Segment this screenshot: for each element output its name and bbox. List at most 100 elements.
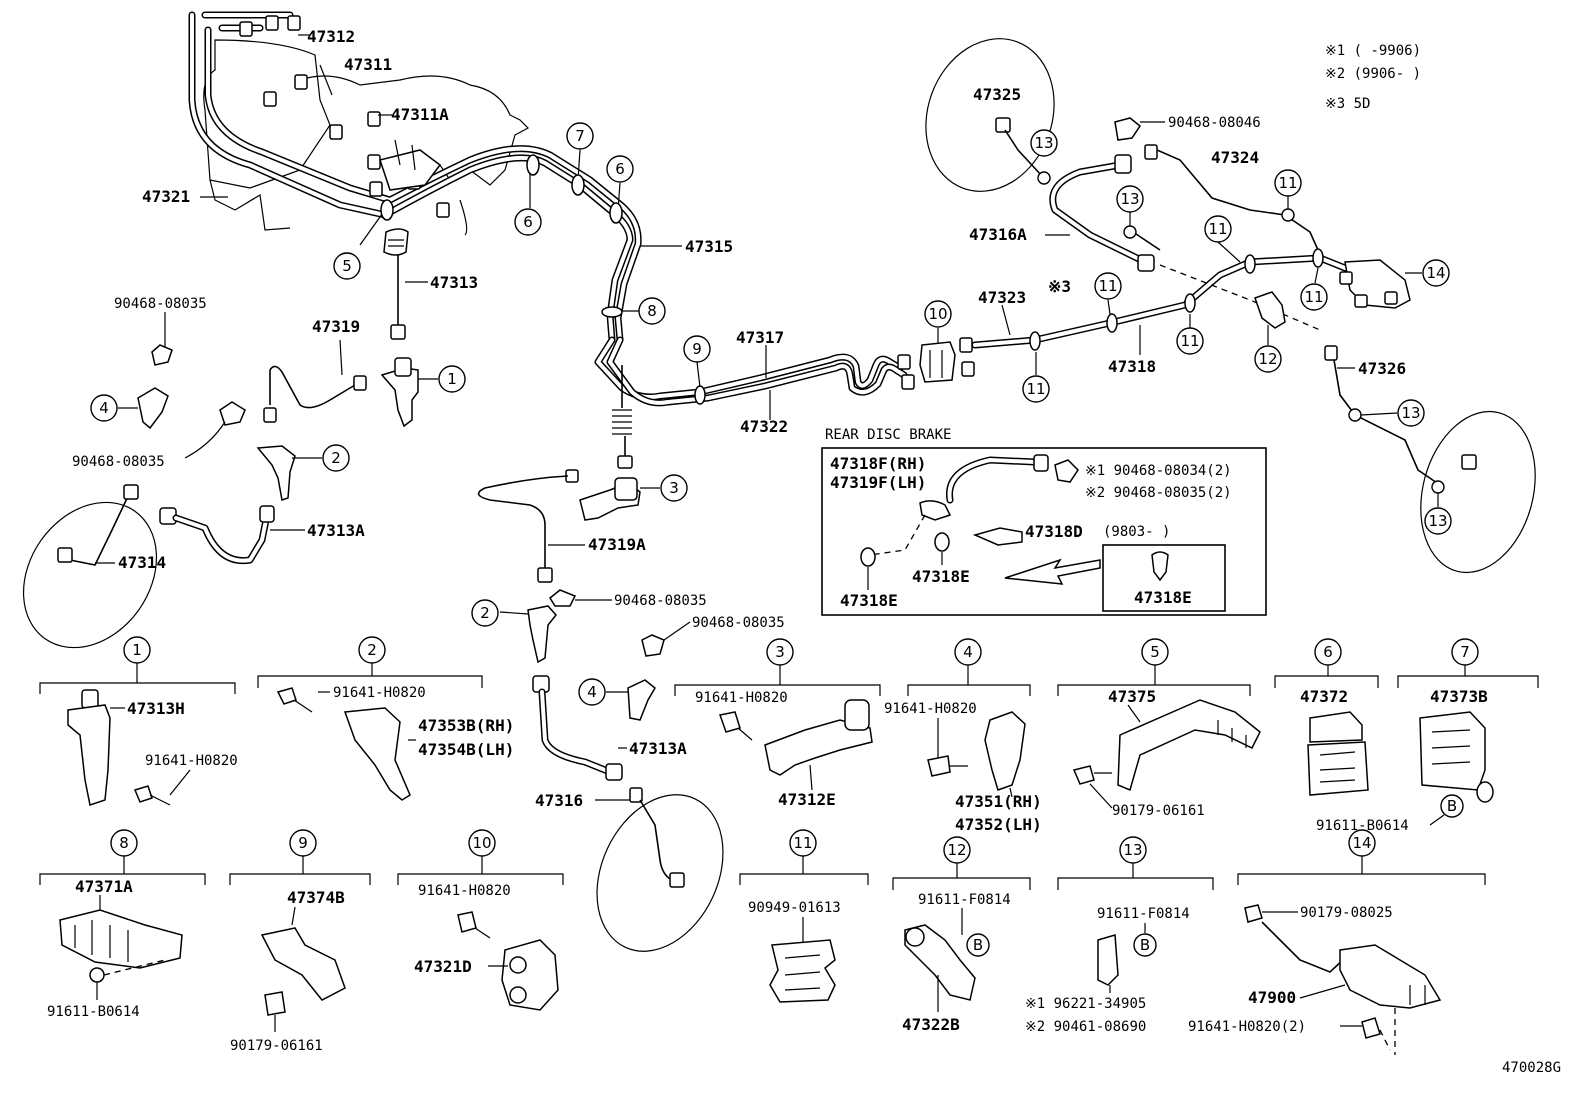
legend-line-2: ※2 (9906- ) [1325, 66, 1421, 82]
callout-8: 8 [622, 297, 666, 325]
g5-part-b: 90179-06161 [1112, 803, 1205, 819]
g7-part-a: 47373B [1430, 687, 1488, 706]
junction-3: 3 [565, 469, 688, 521]
hose-47316-wheel: 47316 [535, 787, 724, 952]
svg-text:4: 4 [587, 683, 597, 701]
detail-group-13: 13 91611-F0814 B ※1 96221-34905 ※2 90461… [1025, 836, 1214, 1035]
label-47318D: 47318D [1025, 522, 1083, 541]
svg-text:4: 4 [99, 399, 109, 417]
left-bracket-4: 4 [90, 387, 169, 430]
g2-part-a: 91641-H0820 [333, 685, 426, 701]
label-90468-a: 90468-08035 [114, 296, 207, 312]
g14-part-b: 47900 [1248, 988, 1296, 1007]
pipe-clips [380, 154, 623, 318]
svg-text:3: 3 [669, 479, 679, 497]
svg-text:11: 11 [1278, 174, 1297, 192]
bracket-2-center: 2 [471, 599, 557, 664]
svg-text:14: 14 [1352, 834, 1371, 852]
left-clip-90468-a: 90468-08035 [114, 296, 207, 366]
valve-14: 14 [1339, 259, 1450, 309]
svg-text:11: 11 [1026, 380, 1045, 398]
svg-text:6: 6 [523, 213, 533, 231]
label-47315-group: 47315 [640, 237, 733, 256]
detail-group-4: 4 91641-H0820 47351(RH) 47352(LH) [884, 638, 1042, 834]
label-47326: 47326 [1358, 359, 1406, 378]
svg-text:13: 13 [1123, 841, 1142, 859]
detail-group-5: 5 47375 90179-06161 [1057, 638, 1261, 819]
svg-text:13: 13 [1034, 134, 1053, 152]
g10-part-a: 91641-H0820 [418, 883, 511, 899]
svg-text:11: 11 [1304, 288, 1323, 306]
label-90468-b: 90468-08035 [72, 454, 165, 470]
rear-pipe-47318: 47323 ※3 47318 [971, 248, 1349, 376]
detail-group-9: 9 47374B 90179-06161 [229, 829, 371, 1054]
detail-group-8: 8 47371A 91611-B0614 [39, 829, 206, 1020]
g12-mark: B [973, 936, 983, 954]
svg-text:5: 5 [342, 257, 352, 275]
svg-text:7: 7 [1460, 643, 1470, 661]
rear-disc-brake-inset: REAR DISC BRAKE 47318F(RH) 47319F(LH) ※1… [821, 427, 1267, 616]
svg-text:11: 11 [793, 834, 812, 852]
svg-text:13: 13 [1428, 512, 1447, 530]
left-wheel-47314: 47314 [22, 484, 166, 649]
detail-group-7: 7 47373B B 91611-B0614 [1316, 638, 1539, 834]
g13-part-a: 91611-F0814 [1097, 906, 1190, 922]
g7-mark: B [1447, 797, 1457, 815]
rear-pipe-47317: 47317 47322 [594, 328, 915, 436]
label-47319A: 47319A [588, 535, 646, 554]
label-rear-s2: ※2 90468-08035(2) [1085, 485, 1232, 501]
union-nut [239, 15, 450, 218]
label-47321: 47321 [142, 187, 190, 206]
g12-part-a: 91611-F0814 [918, 892, 1011, 908]
svg-text:9: 9 [298, 834, 308, 852]
center-hose [612, 365, 633, 469]
g14-part-c: 91641-H0820(2) [1188, 1019, 1306, 1035]
svg-text:2: 2 [331, 449, 341, 467]
label-47316: 47316 [535, 791, 583, 810]
g6-part-a: 47372 [1300, 687, 1348, 706]
svg-text:13: 13 [1120, 190, 1139, 208]
detail-group-2: 2 91641-H0820 47353B(RH) 47354B(LH) [257, 636, 514, 801]
hose-47316A: 47316A [969, 154, 1155, 272]
svg-text:11: 11 [1098, 277, 1117, 295]
label-47311: 47311 [344, 55, 392, 74]
g13-sub-1: ※1 96221-34905 [1025, 996, 1146, 1012]
svg-text:11: 11 [1180, 332, 1199, 350]
detail-group-3: 3 91641-H0820 47312E [674, 638, 881, 809]
label-47322: 47322 [740, 417, 788, 436]
svg-text:6: 6 [1323, 643, 1333, 661]
svg-text:1: 1 [132, 641, 142, 659]
detail-group-1: 1 47313H 91641-H0820 [39, 636, 238, 806]
g9-part-b: 90179-06161 [230, 1038, 323, 1054]
detail-group-6: 6 47372 [1274, 638, 1379, 796]
label-47319: 47319 [312, 317, 360, 336]
callout-6-b: 6 [606, 155, 634, 211]
clip-90468-center: 90468-08035 [549, 589, 707, 609]
svg-text:7: 7 [575, 127, 585, 145]
svg-text:12: 12 [1258, 350, 1277, 368]
junction-10: 10 [919, 300, 975, 383]
label-47313: 47313 [430, 273, 478, 292]
label-47318E-a: 47318E [912, 567, 970, 586]
callout-5-top: 5 [333, 209, 386, 280]
svg-text:3: 3 [775, 643, 785, 661]
label-9803: (9803- ) [1103, 524, 1170, 540]
legend-line-3: ※3 5D [1325, 96, 1370, 112]
pipe-47326: 47326 13 [1324, 345, 1441, 486]
label-star3: ※3 [1048, 277, 1071, 296]
detail-group-14: 14 90179-08025 47900 91641-H0820(2) [1188, 829, 1486, 1055]
legend-line-1: ※1 ( -9906) [1325, 43, 1421, 59]
rear-left-wheel: 13 [1420, 410, 1536, 574]
label-90468-c: 90468-08035 [614, 593, 707, 609]
svg-text:5: 5 [1150, 643, 1160, 661]
svg-text:8: 8 [647, 302, 657, 320]
hose-47313A-center: 47313A [532, 675, 687, 781]
legend: ※1 ( -9906) ※2 (9906- ) ※3 5D [1325, 43, 1421, 112]
detail-group-12: 12 91611-F0814 B 47322B [892, 836, 1031, 1034]
g4-part-c: 47352(LH) [955, 815, 1042, 834]
rear-right-wheel-47325: 47325 13 [925, 38, 1058, 192]
g1-part-b: 91641-H0820 [145, 753, 238, 769]
g10-part-b: 47321D [414, 957, 472, 976]
g2-part-b: 47353B(RH) [418, 716, 514, 735]
